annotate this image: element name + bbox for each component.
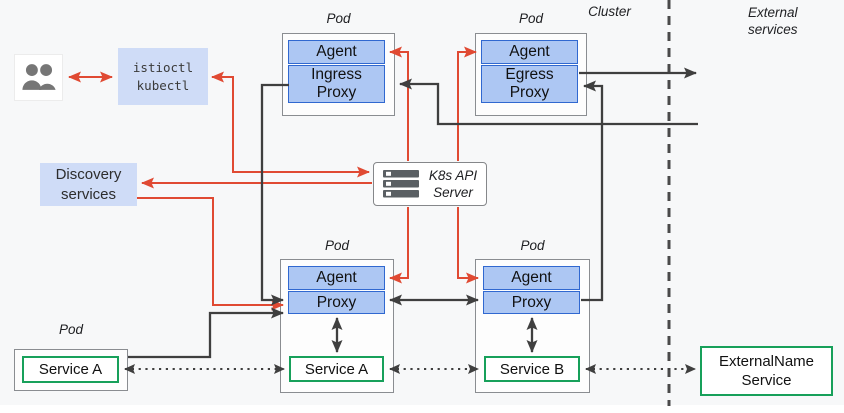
cluster-label: Cluster [588,4,631,19]
service-b-box: Service B [484,356,580,382]
workload-b-proxy-box: Proxy [483,291,580,314]
discovery-label-line2: services [60,185,116,203]
workload-b-agent-label: Agent [511,269,552,286]
egress-proxy-label-line2: Proxy [509,84,550,101]
external-services-label: External services [748,4,798,38]
service-a-in-pod-label: Service A [304,360,369,378]
kubectl-label: kubectl [136,77,190,93]
ingress-proxy-label-line1: Ingress [311,66,362,83]
ingress-pod-label: Pod [326,11,351,26]
workload-a-proxy-box: Proxy [288,291,385,314]
egress-pod-label: Pod [518,11,544,26]
service-a-standalone-box: Service A [22,356,119,383]
workload-pod-a-label: Pod [324,238,350,253]
workload-b-agent-box: Agent [483,266,580,290]
istioctl-kubectl-box: istioctl kubectl [118,48,208,105]
workload-a-proxy-label: Proxy [316,293,357,311]
ingress-agent-label: Agent [316,43,357,60]
discovery-services-box: Discovery services [40,163,137,206]
egress-agent-box: Agent [481,40,578,64]
workload-a-agent-label: Agent [316,269,357,286]
external-services-label-line2: services [748,22,798,37]
workload-pod-b-label: Pod [520,238,545,253]
external-name-service-box: ExternalName Service [700,346,833,396]
istioctl-label: istioctl [132,59,194,75]
standalone-pod-label: Pod [58,322,84,337]
server-icon [382,170,419,198]
ingress-proxy-box: Ingress Proxy [288,65,385,103]
users-box [14,54,63,101]
egress-proxy-label-line1: Egress [505,66,554,83]
bottom-margin [0,405,844,413]
workload-a-agent-box: Agent [288,266,385,290]
k8s-api-server-box: K8s API Server [373,162,487,206]
discovery-label-line1: Discovery [55,165,122,183]
k8s-api-label-line1: K8s API [428,168,478,183]
service-a-standalone-label: Service A [38,361,103,378]
arrow-k8s-api-egress-agent [457,46,477,161]
arrow-standalone-pod-workload-a-proxy [128,307,284,359]
k8s-api-label-line2: Server [433,185,473,200]
egress-proxy-box: Egress Proxy [481,65,578,103]
external-name-label-line2: Service [741,372,792,389]
egress-agent-label: Agent [509,43,550,60]
service-b-label: Service B [499,360,565,378]
external-name-label-line1: ExternalName [718,353,815,370]
workload-b-proxy-label: Proxy [511,293,552,311]
ingress-agent-box: Agent [288,40,385,64]
service-a-in-pod-box: Service A [289,356,384,382]
external-services-label-line1: External [748,5,798,20]
ingress-proxy-label-line2: Proxy [316,84,357,101]
users-icon [21,63,56,90]
arrow-discovery-workload-a-proxy [137,197,284,311]
